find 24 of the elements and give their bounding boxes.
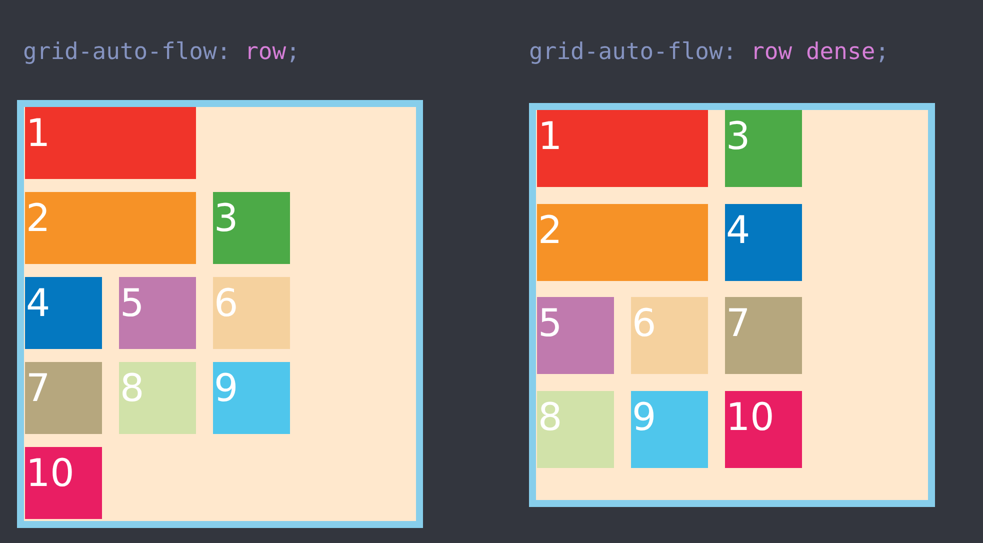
grid-item: 6 bbox=[213, 277, 290, 349]
grid-item: 8 bbox=[119, 362, 196, 434]
grid-item: 5 bbox=[119, 277, 196, 349]
grid-item: 9 bbox=[631, 390, 708, 468]
grid-item: 8 bbox=[537, 390, 614, 468]
grid-item: 10 bbox=[25, 447, 102, 519]
grid-item: 1 bbox=[537, 110, 708, 187]
grid-item: 2 bbox=[537, 204, 708, 280]
grid-item: 4 bbox=[725, 204, 802, 280]
grid-item: 9 bbox=[213, 362, 290, 434]
grid-item: 1 bbox=[25, 107, 196, 179]
grid-container bbox=[529, 103, 935, 507]
grid-item: 3 bbox=[213, 192, 290, 264]
grid-item: 6 bbox=[631, 297, 708, 374]
grid-item: 7 bbox=[25, 362, 102, 434]
code-line: grid-auto-flow: row dense; bbox=[529, 38, 890, 67]
grid-item: 5 bbox=[537, 297, 614, 374]
grid-container bbox=[17, 100, 423, 528]
grid-item: 7 bbox=[725, 297, 802, 374]
grid-item: 4 bbox=[25, 277, 102, 349]
grid-item: 3 bbox=[725, 110, 802, 187]
grid-item: 2 bbox=[25, 192, 196, 264]
code-line: grid-auto-flow: row; bbox=[23, 38, 300, 67]
grid-item: 10 bbox=[725, 390, 802, 468]
